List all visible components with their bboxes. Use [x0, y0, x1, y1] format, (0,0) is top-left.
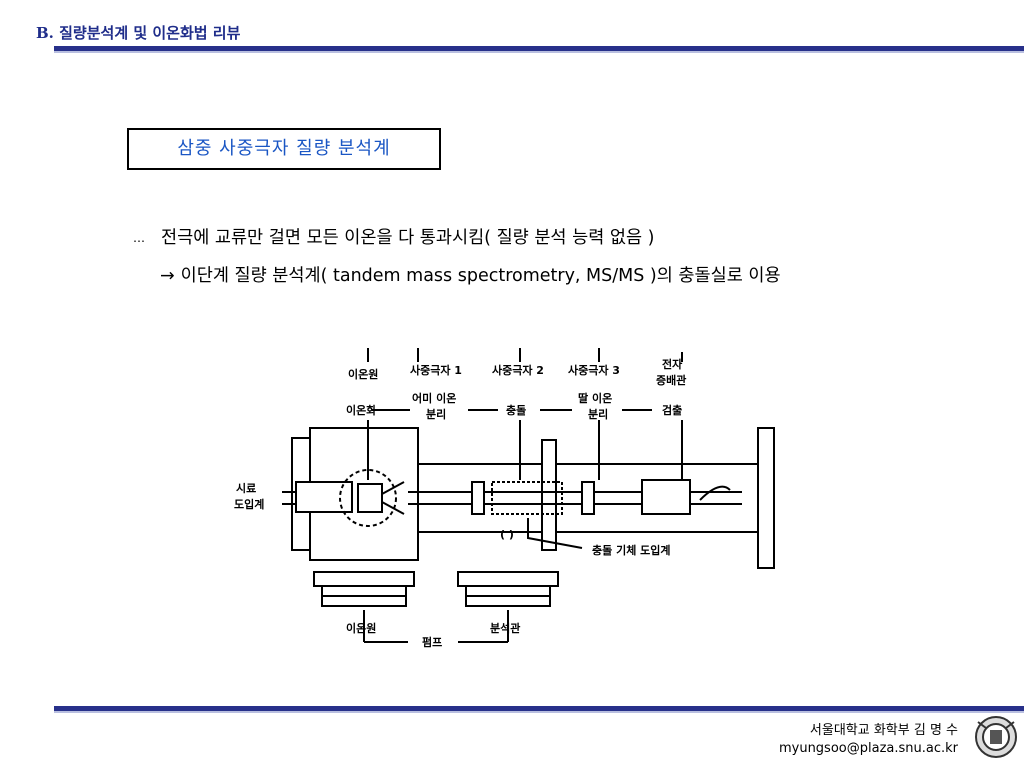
bullet-item-1: … 전극에 교류만 걸면 모든 이온을 다 통과시킴( 질량 분석 능력 없음 )	[133, 224, 654, 249]
page-header-title: B. 질량분석계 및 이온화법 리뷰	[36, 24, 241, 42]
label-collision: 충돌	[506, 403, 526, 417]
label-detection: 검출	[662, 403, 682, 417]
label-pump: 펌프	[422, 635, 442, 649]
bullet-text-1: 전극에 교류만 걸면 모든 이온을 다 통과시킴( 질량 분석 능력 없음 )	[161, 228, 655, 248]
label-quad-1: 사중극자 1	[410, 363, 462, 377]
bullet-text-2: 이단계 질량 분석계( tandem mass spectrometry, MS…	[180, 266, 781, 286]
label-separation-1: 분리	[426, 407, 446, 421]
footer-rule	[54, 706, 1024, 713]
triple-quadrupole-diagram: 이온원 사중극자 1 사중극자 2 사중극자 3 전자 증배관 이온화 어미 이…	[234, 348, 775, 649]
label-separation-2: 분리	[588, 407, 608, 421]
label-daughter-ion: 딸 이온	[578, 391, 612, 405]
label-bottom-ion-source: 이온원	[346, 621, 376, 635]
label-multiplier: 증배관	[656, 373, 686, 387]
label-quad-3: 사중극자 3	[568, 363, 620, 377]
label-electron: 전자	[662, 357, 683, 371]
label-ion-source: 이온원	[348, 367, 378, 381]
university-seal-icon	[975, 716, 1017, 758]
bullet-mark: …	[133, 231, 145, 245]
footer-line-2: myungsoo@plaza.snu.ac.kr	[778, 741, 958, 756]
bullet-item-2: →이단계 질량 분석계( tandem mass spectrometry, M…	[160, 262, 781, 287]
label-sample: 시료	[236, 482, 256, 495]
label-quad-2: 사중극자 2	[492, 363, 544, 377]
label-marker: ( )	[500, 528, 514, 541]
footer-credit: 서울대학교 화학부 김 명 수 myungsoo@plaza.snu.ac.kr	[779, 722, 958, 758]
arrow-right-icon: →	[160, 266, 175, 286]
label-collision-gas-inlet: 충돌 기체 도입계	[592, 543, 671, 557]
label-parent-ion: 어미 이온	[412, 391, 456, 405]
label-bottom-analyzer: 분석관	[490, 621, 520, 635]
header-rule	[54, 46, 1024, 53]
label-ionization: 이온화	[346, 403, 376, 417]
slide-title-box: 삼중 사중극자 질량 분석계	[127, 128, 441, 170]
footer-line-1: 서울대학교 화학부 김 명 수	[809, 723, 958, 738]
label-inlet: 도입계	[234, 497, 264, 511]
